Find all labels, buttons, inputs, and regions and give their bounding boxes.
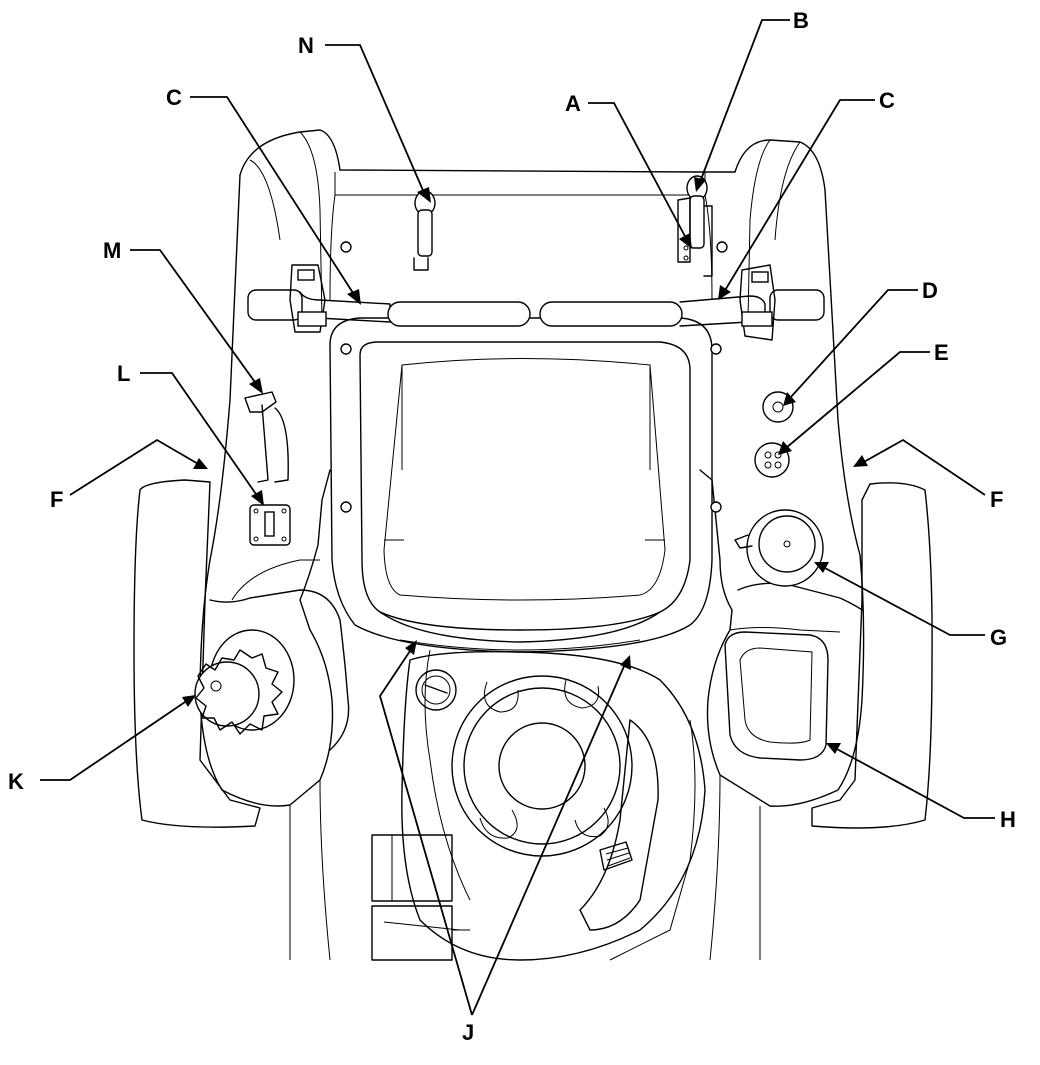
callout-k: K bbox=[8, 769, 24, 794]
callout-j: J bbox=[462, 1020, 474, 1045]
motion-control-bar bbox=[247, 241, 825, 341]
callout-n: N bbox=[298, 33, 314, 58]
callout-e: E bbox=[934, 340, 949, 365]
throttle-lever bbox=[244, 391, 289, 483]
callout-f-left: F bbox=[50, 487, 63, 512]
callout-a: A bbox=[565, 91, 581, 116]
leader-lines bbox=[40, 19, 995, 1016]
lever-n bbox=[413, 190, 436, 271]
lever-b-a-assembly bbox=[677, 175, 713, 277]
callout-h: H bbox=[1000, 807, 1016, 832]
callout-b: B bbox=[793, 8, 809, 33]
ignition-switch bbox=[249, 504, 291, 546]
right-rear-tire bbox=[811, 482, 933, 829]
callout-c-right: C bbox=[879, 88, 895, 113]
fuel-cap bbox=[734, 509, 824, 587]
oil-fill-cap bbox=[194, 629, 295, 735]
callout-g: G bbox=[990, 625, 1007, 650]
mower-body-outline bbox=[199, 129, 865, 961]
callout-l: L bbox=[117, 361, 130, 386]
engine-area bbox=[371, 649, 706, 961]
seat bbox=[329, 317, 722, 653]
callout-m: M bbox=[103, 238, 121, 263]
callout-labels: N C B A C M L D E F F G H K J bbox=[8, 8, 1016, 1045]
left-rear-tire bbox=[133, 479, 261, 828]
storage-compartment bbox=[724, 631, 829, 761]
callout-c-left: C bbox=[166, 85, 182, 110]
callout-f-right: F bbox=[990, 487, 1003, 512]
callout-d: D bbox=[922, 278, 938, 303]
